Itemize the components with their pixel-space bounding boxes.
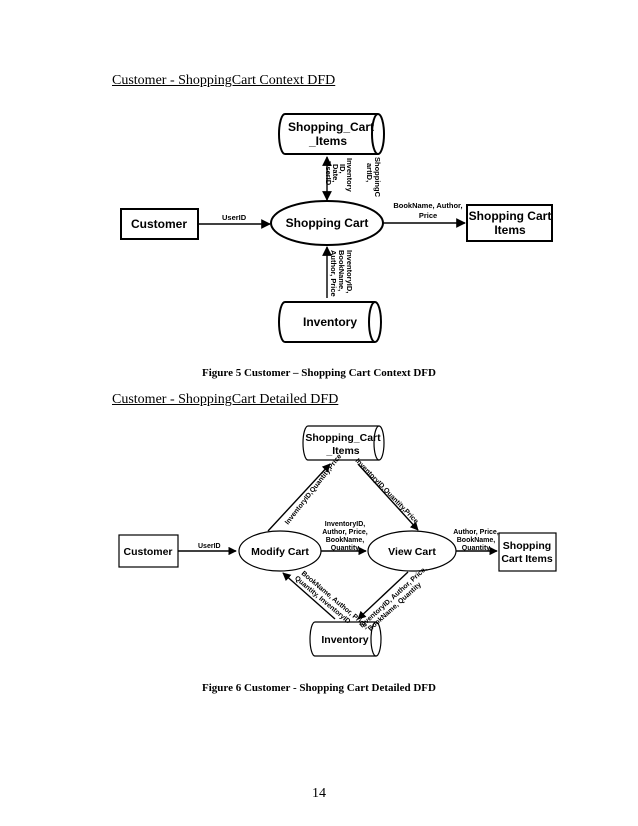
detailed-customer-label: Customer: [123, 546, 172, 558]
context-shopping-cart-items-entity: Shopping Cart Items: [466, 204, 553, 242]
detailed-inventory-store: Inventory: [309, 621, 382, 657]
detailed-cart-items-label-1: Shopping_Cart: [305, 432, 381, 444]
detailed-dfd-caption: Figure 6 Customer - Shopping Cart Detail…: [202, 682, 436, 694]
svg-text:Inventory: Inventory: [345, 158, 354, 193]
svg-text:InventoryID,: InventoryID,: [345, 250, 354, 293]
detailed-view-to-inventory-label: InventoryID, Author, Price, BookName, Qu…: [359, 566, 429, 633]
context-dfd-caption: Figure 5 Customer – Shopping Cart Contex…: [202, 367, 436, 379]
svg-text:ID,: ID,: [338, 164, 347, 174]
detailed-output-flow-label: Author, Price, BookName, Quantity: [453, 529, 499, 552]
context-userid-label: UserID: [222, 213, 247, 222]
svg-text:InventoryID,Quantity,Price: InventoryID,Quantity,Price: [284, 453, 343, 526]
svg-text:BookName,: BookName,: [326, 537, 365, 544]
svg-text:BookName,: BookName,: [337, 250, 346, 291]
svg-text:Date,: Date,: [331, 164, 340, 182]
detailed-modify-cart-process: Modify Cart: [238, 530, 322, 572]
context-dfd-heading: Customer - ShoppingCart Context DFD: [112, 73, 336, 88]
svg-text:BookName, Quantity: BookName, Quantity: [367, 581, 423, 632]
svg-text:InventoryID,: InventoryID,: [325, 521, 366, 528]
context-output-entity-label-2: Items: [494, 223, 526, 237]
detailed-inventory-label: Inventory: [321, 634, 368, 646]
svg-text:InventoryID,Quantity,Price: InventoryID,Quantity,Price: [354, 458, 420, 526]
context-store-flow-label-left: Inventory ID, Date, UserID: [324, 158, 354, 193]
svg-text:ShoppingC: ShoppingC: [373, 157, 382, 198]
context-output-entity-label-1: Shopping Cart: [469, 209, 552, 223]
svg-text:Author, Price: Author, Price: [329, 250, 338, 297]
detailed-modify-to-store-label: InventoryID,Quantity,Price: [284, 453, 343, 526]
detailed-modify-to-store-flow: [267, 463, 331, 532]
detailed-cart-items-store: Shopping_Cart _Items: [302, 425, 385, 461]
detailed-customer-entity: Customer: [118, 534, 179, 568]
context-store-flow-label-right: ShoppingC artID,: [365, 157, 382, 198]
context-cart-items-label-1: Shopping_Cart: [288, 120, 374, 134]
svg-text:Author, Price,: Author, Price,: [322, 529, 368, 536]
svg-text:artID,: artID,: [365, 163, 374, 182]
context-shopping-cart-label: Shopping Cart: [286, 216, 369, 230]
context-customer-label: Customer: [131, 217, 187, 231]
context-output-label-1: BookName, Author,: [393, 201, 462, 210]
context-inventory-label: Inventory: [303, 315, 357, 329]
context-cart-items-label-2: _Items: [308, 134, 347, 148]
svg-text:Author, Price,: Author, Price,: [453, 529, 499, 536]
detailed-inventory-to-modify-flow: [282, 572, 336, 620]
detailed-cart-items-label-2: _Items: [325, 445, 359, 457]
svg-text:Quantity: Quantity: [462, 545, 490, 552]
detailed-modify-cart-label: Modify Cart: [251, 546, 309, 558]
detailed-view-cart-label: View Cart: [388, 546, 436, 558]
context-inventory-store: Inventory: [278, 301, 382, 343]
detailed-store-to-view-flow: [357, 463, 419, 531]
detailed-output-entity-label-2: Cart Items: [501, 553, 553, 565]
context-output-label-2: Price: [419, 211, 437, 220]
detailed-store-to-view-label: InventoryID,Quantity,Price: [354, 458, 420, 526]
svg-text:Quantity: Quantity: [331, 545, 359, 552]
detailed-output-entity-label-1: Shopping: [503, 540, 551, 552]
detailed-dfd-heading: Customer - ShoppingCart Detailed DFD: [112, 392, 339, 407]
context-inventory-flow-label: InventoryID, BookName, Author, Price: [329, 250, 354, 297]
detailed-view-cart-process: View Cart: [367, 530, 457, 572]
detailed-view-to-inventory-flow: [357, 571, 409, 620]
detailed-userid-label: UserID: [198, 543, 221, 550]
detailed-middle-flow-label: InventoryID, Author, Price, BookName, Qu…: [322, 521, 368, 552]
page-number: 14: [312, 786, 326, 801]
svg-text:UserID: UserID: [324, 161, 333, 186]
detailed-shopping-cart-items-entity: Shopping Cart Items: [498, 532, 557, 572]
svg-text:InventoryID, Author, Price,: InventoryID, Author, Price,: [359, 566, 429, 630]
svg-text:Quantity, InventoryID: Quantity, InventoryID: [293, 575, 351, 626]
context-shopping-cart-process: Shopping Cart: [270, 200, 384, 246]
context-cart-items-store: Shopping_Cart _Items: [278, 113, 385, 155]
svg-text:BookName,: BookName,: [457, 537, 496, 544]
